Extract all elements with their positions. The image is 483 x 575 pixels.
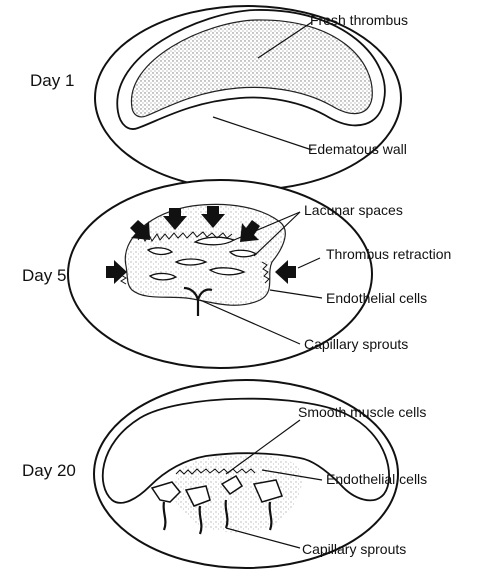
annotation-smooth-muscle-cells: Smooth muscle cells	[298, 404, 426, 420]
annotation-lacunar-spaces: Lacunar spaces	[304, 202, 403, 218]
annotation-capillary-sprouts: Capillary sprouts	[302, 541, 406, 557]
annotation-capillary-sprouts: Capillary sprouts	[304, 336, 408, 352]
day5-label: Day 5	[22, 266, 66, 286]
annotation-edematous-wall: Edematous wall	[308, 141, 407, 157]
day1-vessel	[95, 6, 401, 190]
day1-label: Day 1	[30, 71, 74, 91]
annotation-endothelial-cells: Endothelial cells	[326, 471, 427, 487]
annotation-thrombus-retraction: Thrombus retraction	[326, 246, 451, 262]
annotation-endothelial-cells: Endothelial cells	[326, 290, 427, 306]
day20-label: Day 20	[22, 461, 76, 481]
lacunar-space	[150, 273, 176, 279]
lacunar-space	[176, 259, 206, 265]
annotation-fresh-thrombus: Fresh thrombus	[310, 12, 408, 28]
